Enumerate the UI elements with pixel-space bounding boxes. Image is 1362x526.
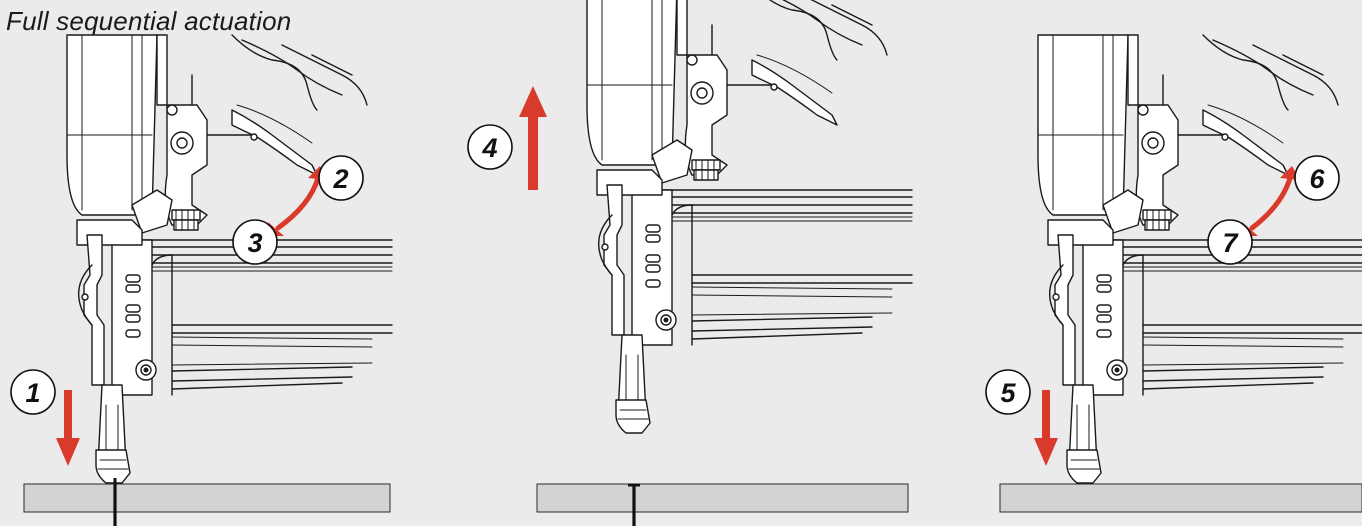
panel-1: 1 2 3 bbox=[10, 34, 393, 526]
step-badge-4: 4 bbox=[467, 124, 513, 170]
step-badge-6: 6 bbox=[1294, 155, 1340, 201]
step-number-4: 4 bbox=[481, 133, 497, 163]
step-badge-7: 7 bbox=[1207, 219, 1253, 265]
panel-2: 4 bbox=[467, 0, 913, 526]
workpiece-board-3 bbox=[999, 483, 1362, 513]
workpiece-board-2 bbox=[536, 483, 909, 513]
nailer-drawing-2 bbox=[586, 0, 913, 434]
step-number-7: 7 bbox=[1222, 228, 1239, 258]
arrow-down-1 bbox=[56, 390, 80, 466]
arrow-up-4 bbox=[519, 86, 547, 190]
step-number-3: 3 bbox=[247, 228, 262, 258]
nailer-drawing-3 bbox=[1037, 34, 1362, 484]
diagram-title: Full sequential actuation bbox=[6, 6, 292, 36]
workpiece-board-1 bbox=[23, 483, 391, 513]
panel-3: 5 6 7 bbox=[985, 34, 1362, 513]
step-number-1: 1 bbox=[25, 378, 40, 408]
arrow-down-5 bbox=[1034, 390, 1058, 466]
step-number-5: 5 bbox=[1000, 378, 1016, 408]
curved-arrow-6-7 bbox=[1242, 166, 1300, 236]
step-number-6: 6 bbox=[1309, 164, 1325, 194]
step-badge-2: 2 bbox=[318, 155, 364, 201]
step-badge-5: 5 bbox=[985, 369, 1031, 415]
step-badge-1: 1 bbox=[10, 369, 56, 415]
step-number-2: 2 bbox=[332, 164, 348, 194]
step-badge-3: 3 bbox=[232, 219, 278, 265]
nailer-drawing-1 bbox=[66, 34, 393, 484]
